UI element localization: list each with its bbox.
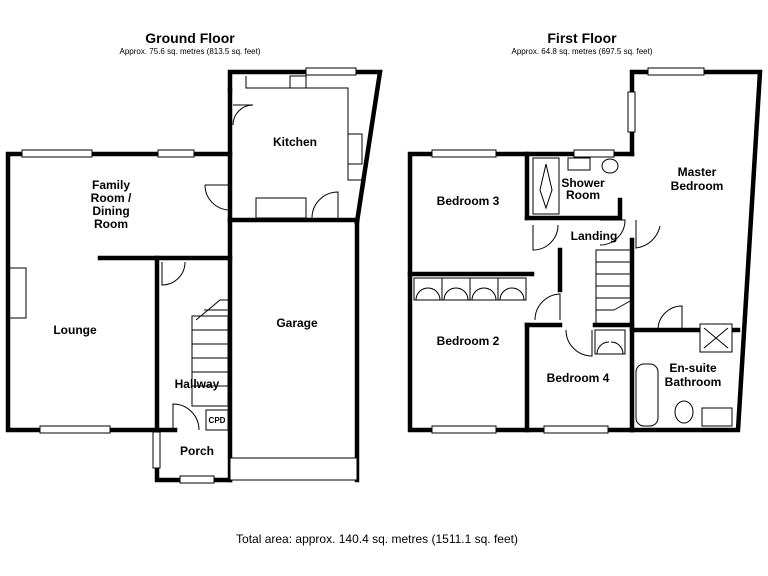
bed2-door-swing — [534, 293, 561, 321]
ground-floor-title: Ground Floor — [145, 30, 235, 46]
ensuite-basin — [701, 407, 733, 427]
ground-floor-plan: Kitchen Family Room / Dining Room Lounge… — [5, 67, 383, 484]
bed3-door-swing — [532, 224, 559, 251]
fireplace — [7, 267, 27, 319]
master-door-swing — [635, 220, 661, 249]
sink — [289, 75, 307, 89]
ensuite-bath — [635, 363, 659, 427]
family-label-3: Dining — [92, 204, 129, 218]
cupboard-doors — [596, 341, 624, 355]
porch-door-swing — [172, 403, 200, 431]
kitchen-window — [305, 67, 357, 76]
porch-label: Porch — [180, 444, 214, 458]
bedroom3-label: Bedroom 3 — [437, 194, 500, 208]
bedroom2-label: Bedroom 2 — [437, 334, 500, 348]
bed2-window — [431, 425, 497, 434]
lounge-window — [39, 425, 111, 434]
master-side-window — [627, 91, 636, 133]
family-window-1 — [21, 149, 93, 158]
landing-cupboard — [594, 329, 626, 355]
ensuite-wc — [674, 400, 694, 424]
garage-door-swing — [311, 191, 339, 219]
cpd-cupboard — [205, 409, 229, 431]
family-label-2: Room / — [91, 191, 132, 205]
first-floor-title: First Floor — [547, 30, 617, 46]
master-window — [647, 67, 705, 76]
first-stairs — [595, 249, 633, 327]
hob — [347, 133, 363, 165]
cpd-label: CPD — [209, 416, 226, 425]
shower-wc — [601, 158, 619, 174]
shower-basin — [567, 157, 591, 171]
master-label-2: Bedroom — [671, 179, 724, 193]
shower-drain — [539, 163, 553, 210]
ensuite-label-1: En-suite — [669, 361, 717, 375]
shower-label-1: Shower — [561, 176, 605, 190]
ground-stairs — [191, 299, 230, 407]
shower-door-swing — [599, 219, 626, 246]
family-kitchen-door — [204, 184, 231, 211]
shower-tray — [532, 157, 560, 215]
first-floor-area: Approx. 64.8 sq. metres (697.5 sq. feet) — [512, 47, 653, 56]
kitchen-door-swing — [232, 104, 254, 126]
total-area: Total area: approx. 140.4 sq. metres (15… — [236, 532, 518, 546]
ensuite-shower-cross — [703, 327, 729, 349]
landing-label: Landing — [571, 229, 618, 243]
shower-label-2: Room — [566, 188, 600, 202]
first-floor-outer-wall — [407, 151, 635, 433]
bed3-window — [431, 149, 497, 158]
ensuite-label-2: Bathroom — [665, 375, 722, 389]
lounge-label: Lounge — [53, 323, 97, 337]
porch-door-panel — [179, 475, 215, 484]
kitchen-worktop — [245, 76, 362, 181]
master-label-1: Master — [678, 165, 717, 179]
kitchen-label: Kitchen — [273, 135, 317, 149]
ground-floor-area: Approx. 75.6 sq. metres (813.5 sq. feet) — [120, 47, 261, 56]
bedroom4-label: Bedroom 4 — [547, 371, 610, 385]
kitchen-unit — [255, 197, 307, 219]
family-label-1: Family — [92, 178, 130, 192]
family-label-4: Room — [94, 217, 128, 231]
garage-label: Garage — [276, 316, 318, 330]
bed4-door-swing — [565, 329, 593, 357]
first-floor-plan: Bedroom 3 Shower Room Master Bedroom Lan… — [407, 67, 763, 434]
wardrobes — [413, 277, 527, 301]
hallway-label: Hallway — [175, 377, 220, 391]
porch-window — [152, 431, 161, 469]
shower-window — [573, 149, 615, 158]
hall-door-swing — [161, 261, 186, 286]
kitchen-outer-wall — [227, 69, 383, 225]
shower-bottom-wall — [524, 197, 623, 221]
ensuite-door-swing — [657, 305, 683, 331]
garage-door — [229, 457, 358, 481]
bed4-window — [543, 425, 609, 434]
family-window-2 — [157, 149, 195, 158]
